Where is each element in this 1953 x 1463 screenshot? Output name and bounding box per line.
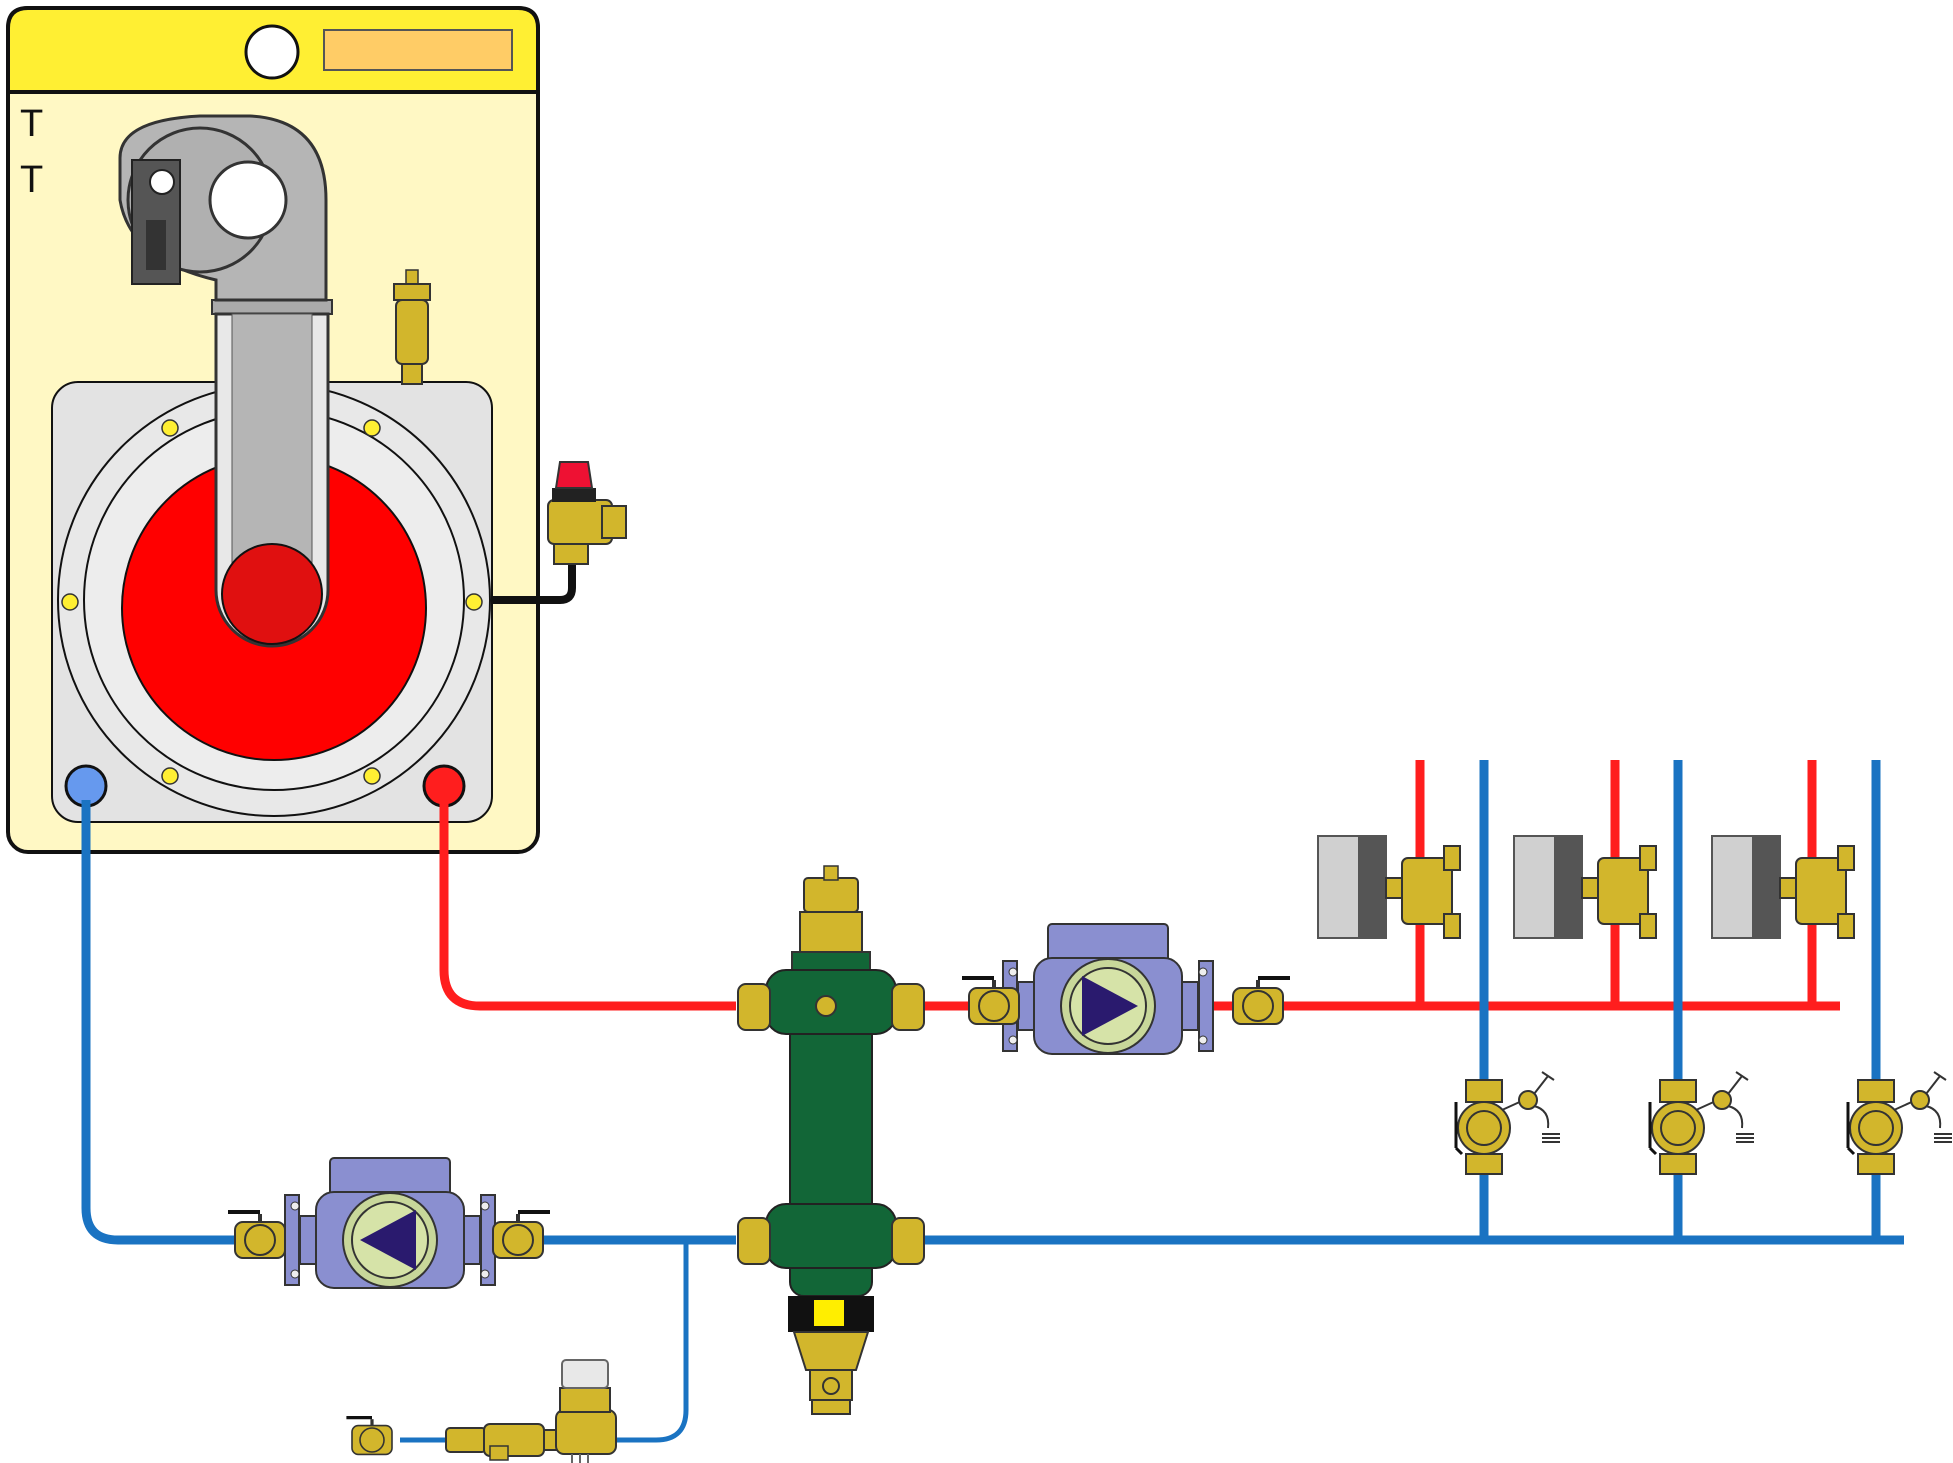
casing-bolts bbox=[61, 419, 483, 785]
lockshield-valve-icon[interactable] bbox=[1454, 1070, 1562, 1176]
pump-arrow-left bbox=[360, 1210, 416, 1270]
fill-line-pipe bbox=[400, 1240, 689, 1443]
ball-valve-icon[interactable] bbox=[491, 1210, 552, 1260]
pump-arrow-right bbox=[1082, 976, 1138, 1036]
lockshield-valve-icon[interactable] bbox=[1648, 1070, 1756, 1176]
air-vent-icon bbox=[393, 269, 431, 385]
ball-valve-icon[interactable] bbox=[1231, 976, 1292, 1026]
lockshield-valve-icon[interactable] bbox=[1846, 1070, 1953, 1176]
thermostat-label-1: T bbox=[20, 103, 43, 145]
circulation-pump-icon bbox=[1002, 923, 1214, 1055]
return-pipe-boiler bbox=[81, 800, 736, 1245]
boiler-display bbox=[323, 29, 513, 71]
ball-valve-icon[interactable] bbox=[226, 1210, 287, 1260]
safety-valve-icon bbox=[492, 461, 627, 604]
burner-icon bbox=[118, 114, 333, 648]
radiator-icon bbox=[1711, 835, 1855, 939]
hydraulic-separator-icon bbox=[737, 865, 925, 1415]
filling-valve-icon bbox=[344, 1359, 617, 1463]
radiator-icon bbox=[1317, 835, 1461, 939]
boiler-icon: T T bbox=[6, 6, 540, 854]
circulation-pump-icon bbox=[284, 1157, 496, 1289]
thermostat-label-2: T bbox=[20, 159, 43, 201]
boiler-indicator-light bbox=[244, 24, 300, 80]
radiator-icon bbox=[1513, 835, 1657, 939]
supply-pipe-boiler bbox=[439, 800, 736, 1011]
